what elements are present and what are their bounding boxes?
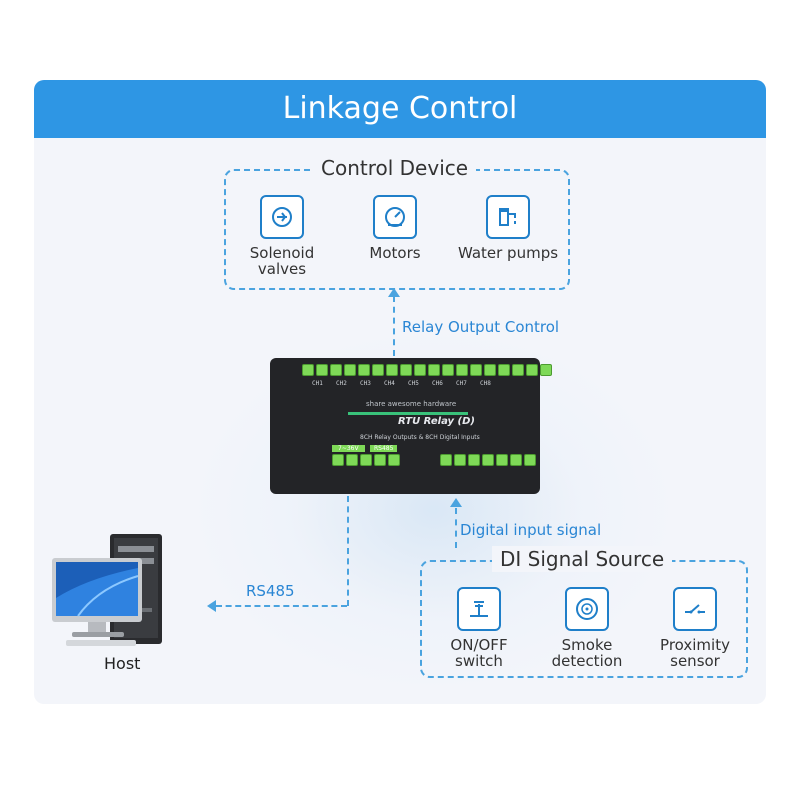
smoke-detector-icon bbox=[565, 587, 609, 631]
page-title: Linkage Control bbox=[34, 80, 766, 138]
relay-terminals bbox=[302, 364, 552, 376]
di-item-proximity: Proximity sensor bbox=[640, 587, 750, 669]
rs485-label: RS485 bbox=[246, 582, 295, 600]
device-tagline: share awesome hardware bbox=[366, 400, 457, 408]
relay-output-label: Relay Output Control bbox=[402, 318, 560, 336]
control-item-label: Solenoid valves bbox=[249, 244, 315, 278]
control-item-water-pumps: Water pumps bbox=[453, 195, 563, 261]
di-item-switch: ON/OFF switch bbox=[424, 587, 534, 669]
solenoid-valve-icon bbox=[260, 195, 304, 239]
channel-label: CH8 bbox=[480, 380, 491, 387]
arrow-up-icon bbox=[450, 498, 462, 507]
device-stripe bbox=[348, 412, 468, 415]
arrow-left-icon bbox=[207, 600, 216, 612]
arrow-up-icon bbox=[388, 288, 400, 297]
channel-label: CH7 bbox=[456, 380, 467, 387]
channel-label: CH3 bbox=[360, 380, 371, 387]
di-terminals bbox=[440, 454, 536, 466]
control-item-label: Water pumps bbox=[457, 244, 559, 262]
channel-label: CH5 bbox=[408, 380, 419, 387]
host-label: Host bbox=[104, 654, 141, 673]
control-item-label: Motors bbox=[369, 244, 421, 262]
motor-icon bbox=[373, 195, 417, 239]
control-item-motors: Motors bbox=[340, 195, 450, 261]
power-label: 7~36V bbox=[332, 445, 365, 452]
host-computer bbox=[48, 528, 198, 658]
rs485-line-vertical bbox=[347, 496, 349, 606]
device-subtitle: 8CH Relay Outputs & 8CH Digital Inputs bbox=[360, 434, 480, 441]
proximity-sensor-icon bbox=[673, 587, 717, 631]
channel-label: CH1 bbox=[312, 380, 323, 387]
control-device-title: Control Device bbox=[313, 155, 477, 181]
channel-label: CH4 bbox=[384, 380, 395, 387]
control-item-solenoid: Solenoid valves bbox=[227, 195, 337, 277]
rs485-line-horizontal bbox=[216, 605, 347, 607]
device-model: RTU Relay (D) bbox=[398, 416, 475, 427]
relay-output-line bbox=[393, 296, 395, 356]
diagram-card: Linkage Control Control Device Solenoid … bbox=[34, 80, 766, 704]
switch-icon bbox=[457, 587, 501, 631]
water-pump-icon bbox=[486, 195, 530, 239]
channel-label: CH6 bbox=[432, 380, 443, 387]
di-item-label: ON/OFF switch bbox=[450, 636, 508, 670]
relay-device: CH1 CH2 CH3 CH4 CH5 CH6 CH7 CH8 share awesome h… bbox=[270, 358, 552, 494]
di-source-title: DI Signal Source bbox=[492, 546, 673, 572]
di-item-smoke: Smoke detection bbox=[532, 587, 642, 669]
digital-input-line bbox=[455, 508, 457, 548]
digital-input-label: Digital input signal bbox=[460, 521, 602, 539]
power-terminals bbox=[332, 454, 400, 466]
rs485-port-label: RS485 bbox=[370, 445, 398, 452]
di-item-label: Smoke detection bbox=[551, 636, 623, 670]
di-item-label: Proximity sensor bbox=[660, 636, 730, 670]
channel-label: CH2 bbox=[336, 380, 347, 387]
